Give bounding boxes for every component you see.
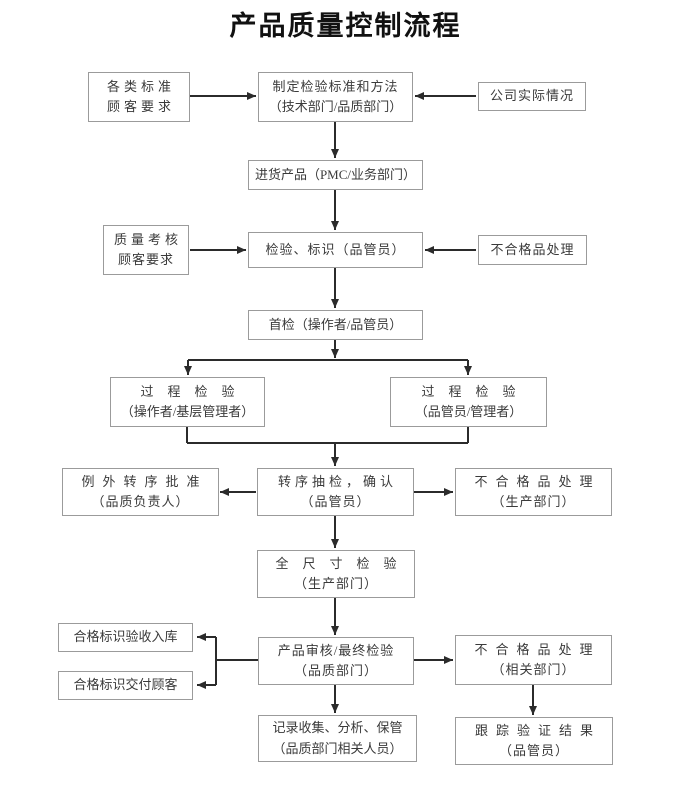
- node-nonconforming-3-line2: （相关部门）: [491, 662, 576, 677]
- node-nonconforming-3-line1: 不合格品处理: [474, 641, 601, 657]
- node-tracking: 跟踪验证结果 （品管员）: [455, 717, 613, 765]
- node-establish-line1: 制定检验标准和方法: [272, 78, 399, 94]
- node-incoming: 进货产品（PMC/业务部门）: [248, 160, 423, 190]
- node-transfer-sampling-line2: （品管员）: [300, 494, 371, 509]
- node-company-line1: 公司实际情况: [489, 88, 574, 104]
- node-assessment-line2: 顾客要求: [117, 252, 174, 267]
- node-process-inspection-right: 过程检验 （品管员/管理者）: [390, 377, 547, 427]
- node-qualified-storage-line1: 合格标识验收入库: [73, 629, 178, 645]
- node-process-inspection-left: 过程检验 （操作者/基层管理者）: [110, 377, 265, 427]
- node-exception-approval-line1: 例外转序批准: [81, 473, 208, 489]
- node-nonconforming-2-line1: 不合格品处理: [474, 473, 601, 489]
- node-first-inspection: 首检（操作者/品管员）: [248, 310, 423, 340]
- node-establish: 制定检验标准和方法 （技术部门/品质部门）: [258, 72, 413, 122]
- node-product-audit: 产品审核/最终检验 （品质部门）: [258, 637, 414, 685]
- node-company: 公司实际情况: [478, 82, 586, 111]
- node-records: 记录收集、分析、保管 （品质部门相关人员）: [258, 715, 417, 762]
- node-assessment-line1: 质量考核: [113, 231, 182, 247]
- node-qualified-delivery: 合格标识交付顾客: [58, 671, 193, 700]
- node-tracking-line1: 跟踪验证结果: [474, 722, 601, 738]
- node-process-inspection-right-line1: 过程检验: [421, 383, 530, 399]
- node-standards-line1: 各类标准: [106, 78, 175, 94]
- node-inspection-marking: 检验、标识（品管员）: [248, 232, 423, 268]
- node-transfer-sampling-line1: 转序抽检，确认: [277, 473, 397, 489]
- node-tracking-line2: （品管员）: [498, 743, 569, 758]
- node-qualified-storage: 合格标识验收入库: [58, 623, 193, 652]
- node-product-audit-line1: 产品审核/最终检验: [277, 642, 395, 658]
- node-nonconforming-2: 不合格品处理 （生产部门）: [455, 468, 612, 516]
- node-process-inspection-right-line2: （品管员/管理者）: [414, 404, 523, 419]
- page-title: 产品质量控制流程: [229, 11, 462, 41]
- node-nonconforming-2-line2: （生产部门）: [491, 494, 576, 509]
- node-nonconforming-3: 不合格品处理 （相关部门）: [455, 635, 612, 685]
- node-full-dimension-line2: （生产部门）: [293, 576, 378, 591]
- node-nonconforming-1-line1: 不合格品处理: [490, 241, 575, 257]
- node-inspection-marking-line1: 检验、标识（品管员）: [265, 241, 406, 257]
- node-transfer-sampling: 转序抽检，确认 （品管员）: [257, 468, 414, 516]
- node-standards-line2: 顾客要求: [106, 99, 175, 114]
- node-full-dimension: 全尺寸检验 （生产部门）: [257, 550, 415, 598]
- node-qualified-delivery-line1: 合格标识交付顾客: [73, 677, 178, 693]
- node-first-inspection-line1: 首检（操作者/品管员）: [268, 316, 403, 332]
- node-full-dimension-line1: 全尺寸检验: [275, 555, 411, 571]
- node-product-audit-line2: （品质部门）: [293, 663, 378, 678]
- node-process-inspection-left-line1: 过程检验: [140, 383, 249, 399]
- node-process-inspection-left-line2: （操作者/基层管理者）: [120, 404, 255, 419]
- node-nonconforming-1: 不合格品处理: [478, 235, 587, 265]
- node-establish-line2: （技术部门/品质部门）: [268, 99, 403, 114]
- node-exception-approval-line2: （品质负责人）: [91, 494, 190, 509]
- node-records-line1: 记录收集、分析、保管: [272, 720, 403, 736]
- node-incoming-line1: 进货产品（PMC/业务部门）: [254, 166, 417, 182]
- node-standards: 各类标准 顾客要求: [88, 72, 190, 122]
- node-exception-approval: 例外转序批准 （品质负责人）: [62, 468, 219, 516]
- node-assessment: 质量考核 顾客要求: [103, 225, 189, 275]
- node-records-line2: （品质部门相关人员）: [272, 740, 403, 756]
